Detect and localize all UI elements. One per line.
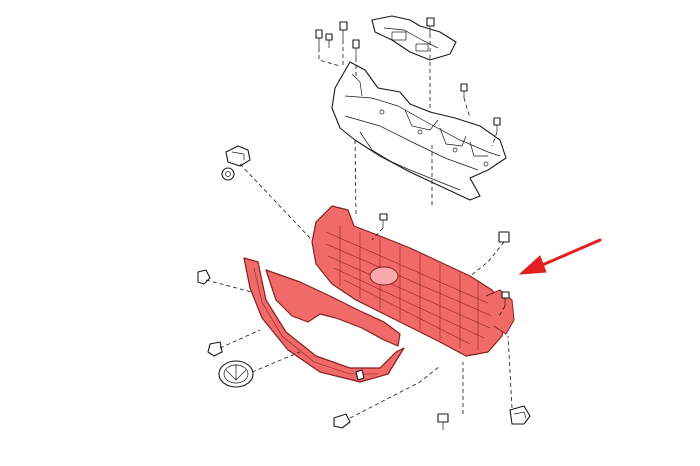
upper-cover-plate — [371, 15, 457, 61]
grille-upper-trim — [265, 269, 401, 347]
pointer-arrow — [518, 238, 602, 275]
front-grille — [311, 205, 515, 357]
bolt-icon — [379, 213, 510, 430]
sensor-bracket — [221, 145, 251, 181]
grille-molding — [243, 257, 405, 383]
leader-lines-upper — [318, 34, 498, 216]
leader-lines-lower — [205, 163, 513, 419]
radiator-support-upper — [331, 61, 507, 201]
clip-icon — [197, 231, 510, 429]
fastener-icon — [509, 405, 531, 425]
bolt-icon — [315, 17, 501, 132]
emblem-icon — [218, 360, 254, 388]
